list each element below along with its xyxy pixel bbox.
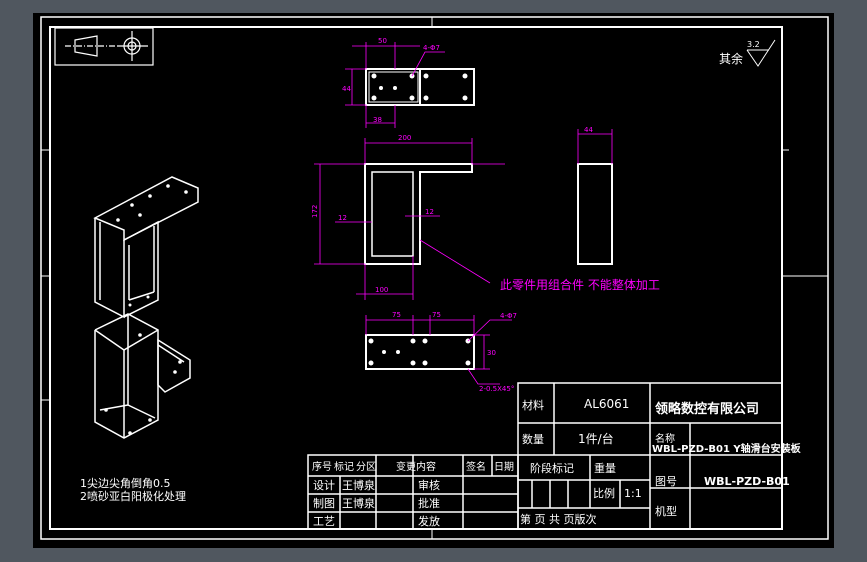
quantity-label: 数量: [522, 433, 544, 446]
roughness-symbol-icon: 其余 3.2: [719, 39, 776, 67]
isometric-view-top: [93, 176, 199, 319]
row-role-design: 设计: [313, 479, 335, 492]
row-name-draft: 王博泉: [342, 496, 375, 510]
company-name: 领略数控有限公司: [655, 401, 759, 417]
drawing-number-label: 图号: [655, 475, 677, 488]
dim-bottom-75a: 75: [392, 311, 401, 319]
dim-bottom-height: 30: [487, 349, 496, 357]
sheet-text: 第 页 共 页版次: [520, 512, 597, 526]
scale-value: 1:1: [624, 487, 642, 500]
bottom-view-holes: [368, 338, 471, 366]
scale-label: 比例: [593, 486, 615, 500]
row-role-draft: 制图: [313, 497, 335, 510]
bottom-view: [365, 334, 475, 370]
row-name-design: 王博泉: [342, 478, 375, 492]
dim-top-height: 44: [342, 85, 351, 93]
material-label: 材料: [522, 398, 544, 412]
drawing-viewport: [33, 13, 834, 548]
tech-note-1: 1尖边尖角倒角0.5: [80, 477, 171, 490]
revision-block: [307, 454, 519, 530]
row-role-process: 工艺: [313, 515, 335, 528]
top-view: [365, 68, 475, 106]
roughness-label: 其余: [719, 51, 743, 66]
front-view-dims: [314, 138, 505, 300]
isometric-view-bottom: [94, 313, 191, 439]
dim-front-wall-left: 12: [338, 214, 347, 222]
row-approve-approval: 批准: [418, 496, 440, 510]
row-approve-review: 审核: [418, 478, 440, 492]
part-name-value: WBL-PZD-B01 Y轴滑台安装板: [652, 442, 802, 455]
revision-header-no: 序号: [312, 460, 332, 473]
top-view-dims: [345, 42, 445, 128]
revision-header-zone: 分区: [356, 461, 376, 473]
dim-side-width: 44: [584, 126, 593, 134]
bottom-view-dims: [365, 315, 512, 385]
stage-label: 阶段标记: [530, 461, 574, 475]
dim-front-height: 172: [311, 205, 319, 218]
dim-front-wall-right: 12: [425, 208, 434, 216]
projection-symbol-icon: [54, 27, 154, 66]
revision-header-mark: 标记: [334, 461, 354, 473]
isometric-view-bottom-holes: [104, 333, 182, 435]
dim-bottom-75b: 75: [432, 311, 441, 319]
quantity-value: 1件/台: [578, 431, 614, 446]
weight-label: 重量: [594, 461, 616, 475]
dim-top-50: 50: [378, 37, 387, 45]
side-view-dims: [577, 129, 613, 164]
dim-bottom-hole: 4-Φ7: [500, 312, 517, 320]
revision-header-sign: 签名: [466, 460, 486, 473]
dim-top-38: 38: [373, 116, 382, 124]
dim-bottom-chamfer: 2-0.5X45°: [479, 385, 514, 393]
dim-front-width: 200: [398, 134, 411, 142]
row-approve-release: 发放: [418, 514, 440, 528]
revision-header-date: 日期: [494, 461, 514, 473]
note-text: 此零件用组合件 不能整体加工: [500, 277, 660, 292]
dim-top-hole: 4-Φ7: [423, 44, 440, 52]
isometric-view-top-holes: [116, 184, 188, 307]
revision-header-change: 变更内容: [396, 460, 436, 473]
material-value: AL6061: [584, 397, 629, 411]
top-view-holes: [371, 73, 468, 101]
roughness-value: 3.2: [747, 40, 760, 49]
drawing-number-value: WBL-PZD-B01: [704, 475, 790, 488]
part-name-label: 名称: [655, 432, 675, 445]
tech-note-2: 2喷砂亚白阳极化处理: [80, 489, 186, 503]
dim-front-bottom: 100: [375, 286, 388, 294]
side-view: [577, 163, 613, 265]
model-label: 机型: [655, 504, 677, 518]
